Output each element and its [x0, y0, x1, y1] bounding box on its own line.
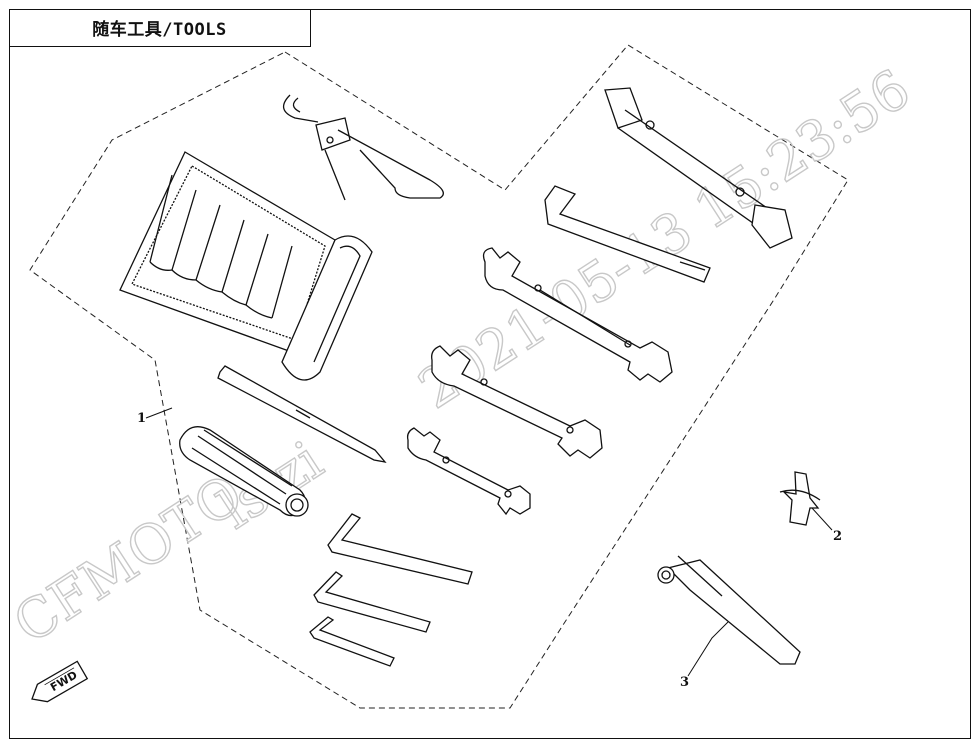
spark-plug-tool-icon — [657, 555, 801, 665]
page-title: 随车工具/TOOLS — [9, 9, 311, 47]
hex-key-medium-icon — [313, 571, 431, 633]
tool-bag-icon — [119, 151, 373, 381]
open-end-wrench-small-icon — [406, 427, 531, 516]
callout-leader-2 — [811, 507, 833, 531]
fwd-arrow-icon: FWD — [31, 660, 89, 703]
callout-2: 2 — [833, 529, 842, 544]
screwdriver-shaft-icon — [217, 365, 387, 463]
box-wrench-icon — [604, 87, 793, 249]
callout-leader-3 — [687, 621, 729, 677]
callout-3: 3 — [680, 675, 689, 690]
hook-spanner-icon — [283, 94, 444, 201]
open-end-wrench-large-icon — [482, 247, 673, 383]
kit-boundary — [29, 44, 849, 709]
screwdriver-handle-icon — [179, 426, 309, 517]
hex-key-large-icon — [327, 513, 473, 585]
callout-leader-1 — [145, 407, 173, 419]
open-end-wrench-medium-icon — [431, 345, 603, 459]
clip-part-icon — [779, 471, 821, 526]
hex-key-small-icon — [309, 616, 395, 667]
callout-1: 1 — [137, 411, 146, 426]
l-box-wrench-icon — [544, 185, 711, 283]
drawing-frame — [9, 9, 971, 739]
